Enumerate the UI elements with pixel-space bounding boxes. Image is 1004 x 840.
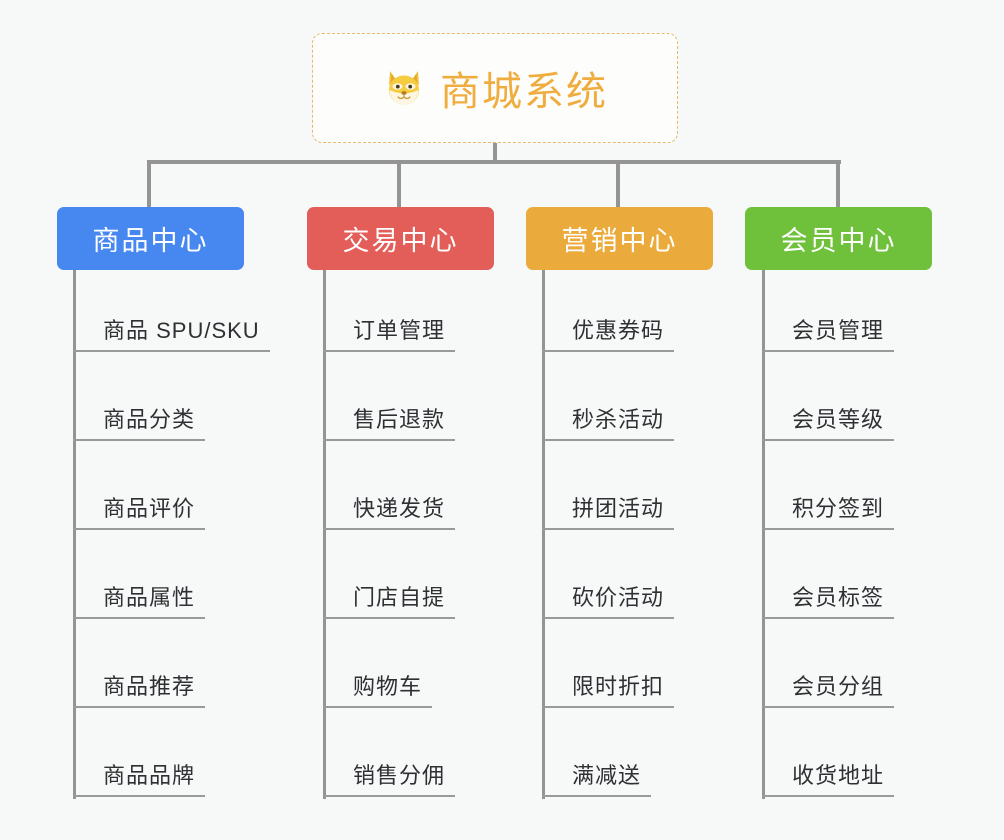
category-box-member-center[interactable]: 会员中心 xyxy=(745,207,932,270)
leaf-item[interactable]: 商品评价 xyxy=(73,441,206,530)
leaf-item[interactable]: 优惠券码 xyxy=(542,263,675,352)
root-node[interactable]: 商城系统 xyxy=(312,33,678,143)
leaf-spine-member-center xyxy=(762,270,765,799)
leaf-item[interactable]: 门店自提 xyxy=(323,530,456,619)
leaf-item[interactable]: 会员等级 xyxy=(762,352,895,441)
leaf-label: 秒杀活动 xyxy=(572,407,665,432)
leaf-item[interactable]: 秒杀活动 xyxy=(542,352,675,441)
leaf-underline: 限时折扣 xyxy=(542,669,675,708)
leaf-label: 购物车 xyxy=(353,674,423,699)
category-label: 会员中心 xyxy=(780,226,897,256)
leaf-underline: 商品 SPU/SKU xyxy=(73,313,270,352)
leaf-spine-marketing-center xyxy=(542,270,545,799)
leaf-item[interactable]: 限时折扣 xyxy=(542,619,675,708)
leaf-underline: 销售分佣 xyxy=(323,758,456,797)
leaf-item[interactable]: 商品属性 xyxy=(73,530,206,619)
leaf-label: 商品分类 xyxy=(103,407,196,432)
leaf-column-product-center: 商品 SPU/SKU 商品分类商品评价商品属性商品推荐商品品牌 xyxy=(73,270,300,801)
leaf-label: 会员管理 xyxy=(792,318,885,343)
leaf-underline: 商品品牌 xyxy=(73,758,206,797)
leaf-underline: 订单管理 xyxy=(323,313,456,352)
leaf-underline: 售后退款 xyxy=(323,402,456,441)
leaf-underline: 会员管理 xyxy=(762,313,895,352)
leaf-underline: 商品分类 xyxy=(73,402,206,441)
leaf-label: 满减送 xyxy=(572,763,642,788)
leaf-item[interactable]: 会员分组 xyxy=(762,619,895,708)
leaf-spine-product-center xyxy=(73,270,76,799)
leaf-column-trade-center: 订单管理售后退款快递发货门店自提购物车销售分佣 xyxy=(323,270,550,801)
leaf-item[interactable]: 积分签到 xyxy=(762,441,895,530)
leaf-underline: 会员等级 xyxy=(762,402,895,441)
leaf-label: 售后退款 xyxy=(353,407,446,432)
leaf-label: 商品属性 xyxy=(103,585,196,610)
leaf-underline: 收货地址 xyxy=(762,758,895,797)
leaf-item[interactable]: 购物车 xyxy=(323,619,433,708)
leaf-label: 收货地址 xyxy=(792,763,885,788)
leaf-underline: 门店自提 xyxy=(323,580,456,619)
leaf-item[interactable]: 商品分类 xyxy=(73,352,206,441)
connector-bus xyxy=(149,160,841,164)
leaf-underline: 商品评价 xyxy=(73,491,206,530)
leaf-label: 销售分佣 xyxy=(353,763,446,788)
connector-stem xyxy=(493,143,497,164)
leaf-underline: 积分签到 xyxy=(762,491,895,530)
leaf-label: 会员等级 xyxy=(792,407,885,432)
leaf-underline: 购物车 xyxy=(323,669,433,708)
leaf-spine-trade-center xyxy=(323,270,326,799)
leaf-underline: 快递发货 xyxy=(323,491,456,530)
shiba-dog-face-icon xyxy=(382,65,426,109)
leaf-label: 门店自提 xyxy=(353,585,446,610)
root-title: 商城系统 xyxy=(440,70,608,114)
leaf-underline: 会员分组 xyxy=(762,669,895,708)
leaf-item[interactable]: 订单管理 xyxy=(323,263,456,352)
leaf-label: 限时折扣 xyxy=(572,674,665,699)
leaf-column-marketing-center: 优惠券码秒杀活动拼团活动砍价活动限时折扣满减送 xyxy=(542,270,769,801)
leaf-item[interactable]: 会员管理 xyxy=(762,263,895,352)
category-box-product-center[interactable]: 商品中心 xyxy=(57,207,244,270)
category-label: 营销中心 xyxy=(561,226,678,256)
leaf-underline: 秒杀活动 xyxy=(542,402,675,441)
leaf-label: 砍价活动 xyxy=(572,585,665,610)
leaf-label: 快递发货 xyxy=(353,496,446,521)
leaf-item[interactable]: 售后退款 xyxy=(323,352,456,441)
leaf-item[interactable]: 商品品牌 xyxy=(73,708,206,797)
leaf-label: 会员标签 xyxy=(792,585,885,610)
leaf-item[interactable]: 会员标签 xyxy=(762,530,895,619)
leaf-item[interactable]: 快递发货 xyxy=(323,441,456,530)
leaf-label: 商品推荐 xyxy=(103,674,196,699)
leaf-label: 会员分组 xyxy=(792,674,885,699)
leaf-underline: 拼团活动 xyxy=(542,491,675,530)
connector-drop-trade-center xyxy=(397,160,401,207)
leaf-label: 积分签到 xyxy=(792,496,885,521)
leaf-item[interactable]: 商品推荐 xyxy=(73,619,206,708)
leaf-label: 订单管理 xyxy=(353,318,446,343)
leaf-item[interactable]: 拼团活动 xyxy=(542,441,675,530)
connector-drop-marketing-center xyxy=(616,160,620,207)
connector-drop-member-center xyxy=(836,160,840,207)
connector-drop-product-center xyxy=(147,160,151,207)
leaf-item[interactable]: 满减送 xyxy=(542,708,652,797)
leaf-underline: 优惠券码 xyxy=(542,313,675,352)
leaf-underline: 满减送 xyxy=(542,758,652,797)
leaf-label: 商品 SPU/SKU xyxy=(103,318,260,343)
category-label: 交易中心 xyxy=(342,226,459,256)
leaf-item[interactable]: 商品 SPU/SKU xyxy=(73,263,270,352)
leaf-item[interactable]: 砍价活动 xyxy=(542,530,675,619)
category-box-marketing-center[interactable]: 营销中心 xyxy=(526,207,713,270)
leaf-label: 商品品牌 xyxy=(103,763,196,788)
leaf-column-member-center: 会员管理会员等级积分签到会员标签会员分组收货地址 xyxy=(762,270,989,801)
category-label: 商品中心 xyxy=(92,226,209,256)
category-box-trade-center[interactable]: 交易中心 xyxy=(307,207,494,270)
leaf-underline: 商品推荐 xyxy=(73,669,206,708)
leaf-label: 拼团活动 xyxy=(572,496,665,521)
leaf-item[interactable]: 收货地址 xyxy=(762,708,895,797)
leaf-underline: 会员标签 xyxy=(762,580,895,619)
leaf-label: 商品评价 xyxy=(103,496,196,521)
leaf-item[interactable]: 销售分佣 xyxy=(323,708,456,797)
leaf-label: 优惠券码 xyxy=(572,318,665,343)
leaf-underline: 砍价活动 xyxy=(542,580,675,619)
leaf-underline: 商品属性 xyxy=(73,580,206,619)
